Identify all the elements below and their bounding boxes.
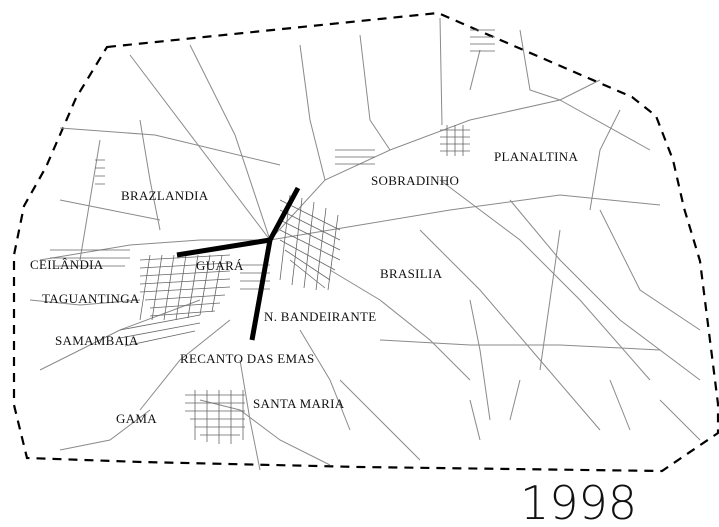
main-axes xyxy=(176,186,301,341)
label-santa-maria: SANTA MARIA xyxy=(253,396,345,411)
label-samambaia: SAMAMBAIA xyxy=(55,333,139,348)
label-taguatinga: TAGUANTINGA xyxy=(42,291,140,306)
label-brasilia: BRASILIA xyxy=(380,266,443,281)
label-planaltina: PLANALTINA xyxy=(494,149,578,164)
urban-grids xyxy=(50,29,495,444)
label-n-bandeirante: N. BANDEIRANTE xyxy=(264,309,377,324)
label-gama: GAMA xyxy=(116,411,157,426)
label-ceilandia: CEILÂNDIA xyxy=(30,257,104,272)
road-network xyxy=(29,17,701,471)
label-recanto-das-emas: RECANTO DAS EMAS xyxy=(180,351,315,366)
place-labels: PLANALTINA SOBRADINHO BRAZLANDIA CEILÂND… xyxy=(30,149,578,426)
year-label: 1998 xyxy=(520,476,637,527)
label-sobradinho: SOBRADINHO xyxy=(371,173,459,188)
label-guara: GUARÁ xyxy=(196,258,244,273)
label-brazlandia: BRAZLANDIA xyxy=(121,188,209,203)
district-boundary xyxy=(12,11,719,473)
